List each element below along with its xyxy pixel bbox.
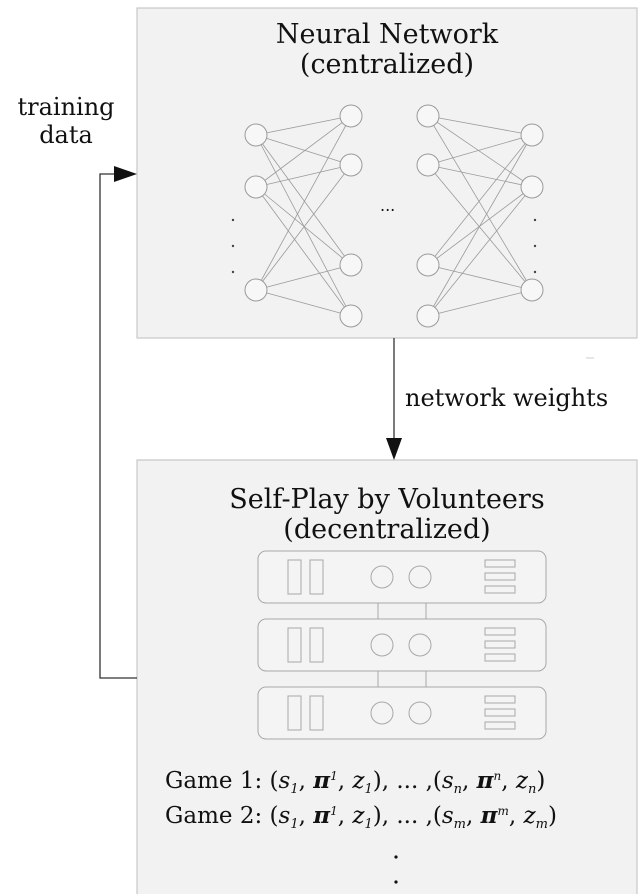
- network-edge: [255, 115, 352, 188]
- server-drive-bay: [309, 627, 324, 663]
- training-data-label: training data: [17, 93, 115, 149]
- network-edge: [255, 289, 352, 317]
- server-unit: [257, 686, 547, 740]
- network-edge: [427, 289, 533, 317]
- left-network-edges: [255, 115, 352, 317]
- network-edge: [255, 115, 352, 136]
- network-node: [416, 304, 440, 328]
- network-node: [416, 104, 440, 128]
- network-node: [520, 123, 544, 147]
- network-edge: [255, 186, 352, 266]
- server-button: [370, 565, 394, 589]
- network-nodes: [244, 104, 544, 328]
- server-drive-bay: [287, 695, 302, 731]
- server-vent-slot: [484, 708, 516, 717]
- network-node: [339, 304, 363, 328]
- server-vent-slot: [484, 585, 516, 594]
- network-edge: [427, 115, 533, 136]
- network-edge: [427, 134, 533, 166]
- self-play-title: Self-Play by Volunteers (decentralized): [229, 484, 545, 545]
- server-drive-bay: [287, 559, 302, 595]
- network-edge: [427, 164, 533, 188]
- server-drive-bay: [309, 695, 324, 731]
- layer-ellipsis: ...: [380, 196, 396, 215]
- network-edge: [255, 115, 352, 291]
- network-edge: [427, 264, 533, 291]
- game-2-line: Game 2: (s1, π1, z1), ... ,(sm, πm, zm): [165, 802, 557, 832]
- server-vent-slot: [484, 559, 516, 568]
- server-drive-bay: [309, 559, 324, 595]
- server-button: [408, 565, 432, 589]
- server-button: [408, 701, 432, 725]
- server-unit: [257, 550, 547, 604]
- neural-network-title: Neural Network (centralized): [275, 19, 499, 80]
- network-weights-arrowhead: [386, 438, 402, 460]
- network-edge: [427, 115, 533, 291]
- network-edge: [427, 134, 533, 266]
- network-node: [520, 175, 544, 199]
- server-drive-bay: [287, 627, 302, 663]
- server-vent-slot: [484, 695, 516, 704]
- games-continuation-dots: [394, 855, 398, 884]
- network-node: [416, 153, 440, 177]
- server-button: [370, 701, 394, 725]
- right-network-edges: [427, 115, 533, 317]
- server-unit: [257, 618, 547, 672]
- network-edge: [255, 164, 352, 188]
- neural-network-box: [136, 7, 638, 339]
- network-node: [416, 253, 440, 277]
- network-edge: [427, 115, 533, 188]
- network-edge: [255, 134, 352, 166]
- network-node: [244, 123, 268, 147]
- server-button: [370, 633, 394, 657]
- network-weights-label: network weights: [405, 384, 609, 412]
- game-1-line: Game 1: (s1, π1, z1), ... ,(sn, πn, zn): [165, 767, 546, 797]
- network-edge: [427, 186, 533, 317]
- server-vent-slot: [484, 653, 516, 662]
- server-vent-slot: [484, 721, 516, 730]
- network-node: [520, 278, 544, 302]
- network-node: [339, 153, 363, 177]
- network-edge: [255, 134, 352, 266]
- training-data-arrow-line: [99, 173, 137, 679]
- server-racks: [257, 550, 547, 740]
- network-edge: [255, 264, 352, 291]
- network-node: [339, 253, 363, 277]
- server-vent-slot: [484, 640, 516, 649]
- network-node: [339, 104, 363, 128]
- vertical-ellipsis-dots: [231, 218, 537, 274]
- training-data-arrowhead: [114, 166, 137, 182]
- network-node: [244, 278, 268, 302]
- server-button: [408, 633, 432, 657]
- network-node: [244, 175, 268, 199]
- server-vent-slot: [484, 627, 516, 636]
- server-vent-slot: [484, 572, 516, 581]
- network-edge: [427, 134, 533, 317]
- network-edge: [255, 186, 352, 317]
- network-edge: [427, 164, 533, 291]
- network-edge: [255, 164, 352, 291]
